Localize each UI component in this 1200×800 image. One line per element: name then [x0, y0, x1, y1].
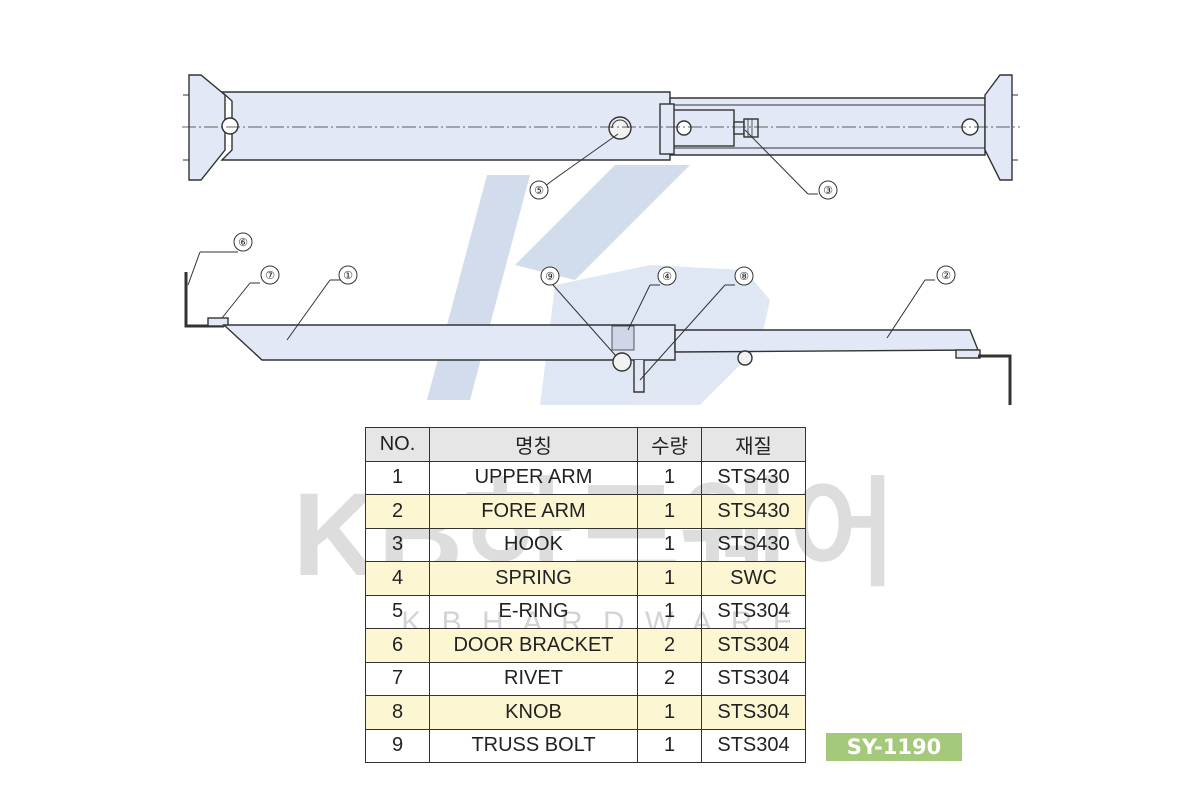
pivot-hole-left [221, 117, 239, 135]
svg-text:⑥: ⑥ [238, 236, 248, 249]
door-bracket-right [978, 354, 1012, 405]
callout-4: ④ [657, 266, 677, 286]
callout-3: ③ [818, 180, 838, 200]
callout-2: ② [936, 265, 956, 285]
fore-arm-side [674, 329, 980, 353]
header-name: 명칭 [429, 427, 638, 462]
right-end-bracket [984, 74, 1013, 181]
rivet-right [955, 349, 981, 359]
svg-text:⑨: ⑨ [545, 270, 555, 283]
hook-top [665, 109, 735, 147]
table-header-row: NO. 명칭 수량 재질 [365, 427, 806, 462]
spring-side [611, 325, 635, 351]
knob-top [743, 118, 759, 138]
upper-arm-top [220, 91, 671, 161]
svg-text:③: ③ [823, 184, 833, 197]
svg-text:⑤: ⑤ [534, 184, 544, 197]
svg-text:⑧: ⑧ [739, 270, 749, 283]
svg-text:⑦: ⑦ [265, 269, 275, 282]
header-material: 재질 [701, 427, 806, 462]
callout-labels: ⑤ ③ ⑥ ⑦ ① ⑨ ④ ⑧ ② [233, 180, 956, 286]
header-qty: 수량 [637, 427, 702, 462]
svg-text:①: ① [343, 269, 353, 282]
callout-8: ⑧ [734, 266, 754, 286]
kb-logo-watermark [427, 165, 770, 405]
side-view [184, 272, 1012, 405]
header-no: NO. [365, 427, 430, 462]
truss-bolt-side [612, 352, 632, 372]
callout-6: ⑥ [233, 232, 253, 252]
callout-5: ⑤ [529, 180, 549, 200]
knob-side [633, 360, 645, 393]
callout-1: ① [338, 265, 358, 285]
upper-arm-side [222, 324, 676, 361]
top-view [182, 74, 1020, 181]
svg-text:②: ② [941, 269, 951, 282]
left-end-bracket [188, 74, 226, 181]
callout-7: ⑦ [260, 265, 280, 285]
callout-9: ⑨ [540, 266, 560, 286]
rivet-left [207, 317, 229, 327]
model-badge: SY-1190 [826, 733, 962, 761]
svg-text:④: ④ [662, 270, 672, 283]
